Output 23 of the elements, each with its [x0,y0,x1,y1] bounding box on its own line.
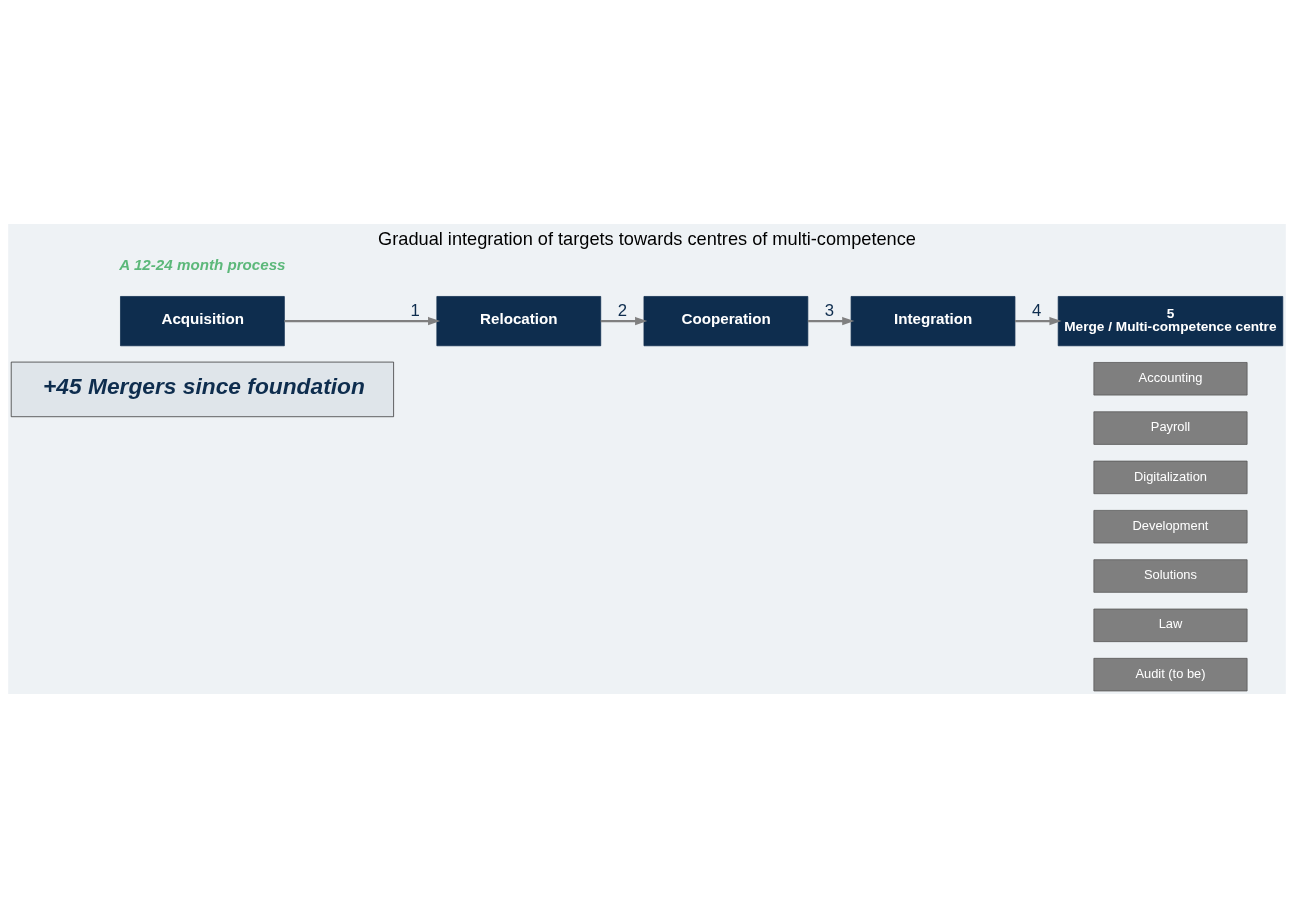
node-box: Integration [850,295,1016,346]
arrow [600,316,648,325]
node-box: Accounting [1093,361,1248,395]
arrow [1015,316,1062,325]
node-box: Payroll [1093,410,1248,445]
arrow [284,316,441,325]
edge-label: 1 [410,300,420,320]
node-box: Law [1093,608,1248,642]
label: A 12-24 month process [119,255,286,273]
node-box: Relocation [436,295,602,346]
node-box: Solutions [1093,558,1248,593]
diagram-title: Gradual integration of targets towards centres of multi-competence [378,228,916,249]
node-box: Digitalization [1093,460,1248,494]
node-box: 5 Merge / Multi-competence centre [1057,295,1284,346]
arrow [807,316,855,325]
edge-label: 3 [824,300,835,320]
edge-label: 4 [1031,300,1042,320]
node-box: Cooperation [643,295,809,346]
node-box: Audit (to be) [1093,657,1248,691]
node-box: +45 Mergers since foundation [10,361,394,417]
node-box: Development [1093,509,1248,543]
node-box: Acquisition [120,295,285,346]
edge-label: 2 [617,300,627,320]
